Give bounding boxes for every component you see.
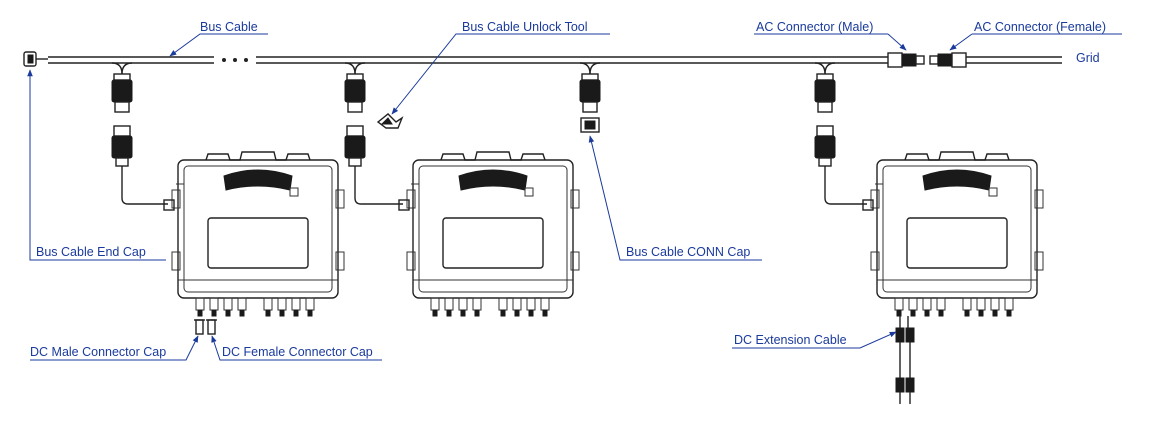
drop-cable-1 xyxy=(111,125,168,205)
label-dc-extension-cable: DC Extension Cable xyxy=(734,333,847,347)
drop-cable-2 xyxy=(344,125,403,205)
grid-cable xyxy=(966,56,1062,64)
label-ac-connector-female: AC Connector (Female) xyxy=(974,20,1106,34)
ac-connector-male-part xyxy=(887,52,925,68)
bus-tee-2 xyxy=(344,62,366,113)
label-bus-cable: Bus Cable xyxy=(200,20,258,34)
label-bus-cable-conn-cap: Bus Cable CONN Cap xyxy=(626,245,750,259)
label-ac-connector-male: AC Connector (Male) xyxy=(756,20,873,34)
drop-cable-4 xyxy=(814,125,867,205)
bus-cable-conn-cap-part xyxy=(580,117,600,133)
bus-tee-1 xyxy=(111,62,133,113)
microinverter-1 xyxy=(163,151,345,317)
microinverter-3 xyxy=(862,151,1044,317)
bus-cable xyxy=(48,56,888,64)
bus-cable-unlock-tool-part xyxy=(376,113,404,129)
label-grid: Grid xyxy=(1076,51,1100,65)
microinverter-2 xyxy=(398,151,580,317)
bus-cable-end-cap-part xyxy=(23,51,48,67)
bus-tee-3 xyxy=(579,62,601,113)
label-dc-female-connector-cap: DC Female Connector Cap xyxy=(222,345,373,359)
ac-connector-female-part xyxy=(929,52,967,68)
dc-extension-cable-part xyxy=(895,316,915,404)
label-dc-male-connector-cap: DC Male Connector Cap xyxy=(30,345,166,359)
label-bus-cable-unlock-tool: Bus Cable Unlock Tool xyxy=(462,20,588,34)
dc-connector-caps-part xyxy=(194,319,217,335)
label-bus-cable-end-cap: Bus Cable End Cap xyxy=(36,245,146,259)
bus-tee-4 xyxy=(814,62,836,113)
